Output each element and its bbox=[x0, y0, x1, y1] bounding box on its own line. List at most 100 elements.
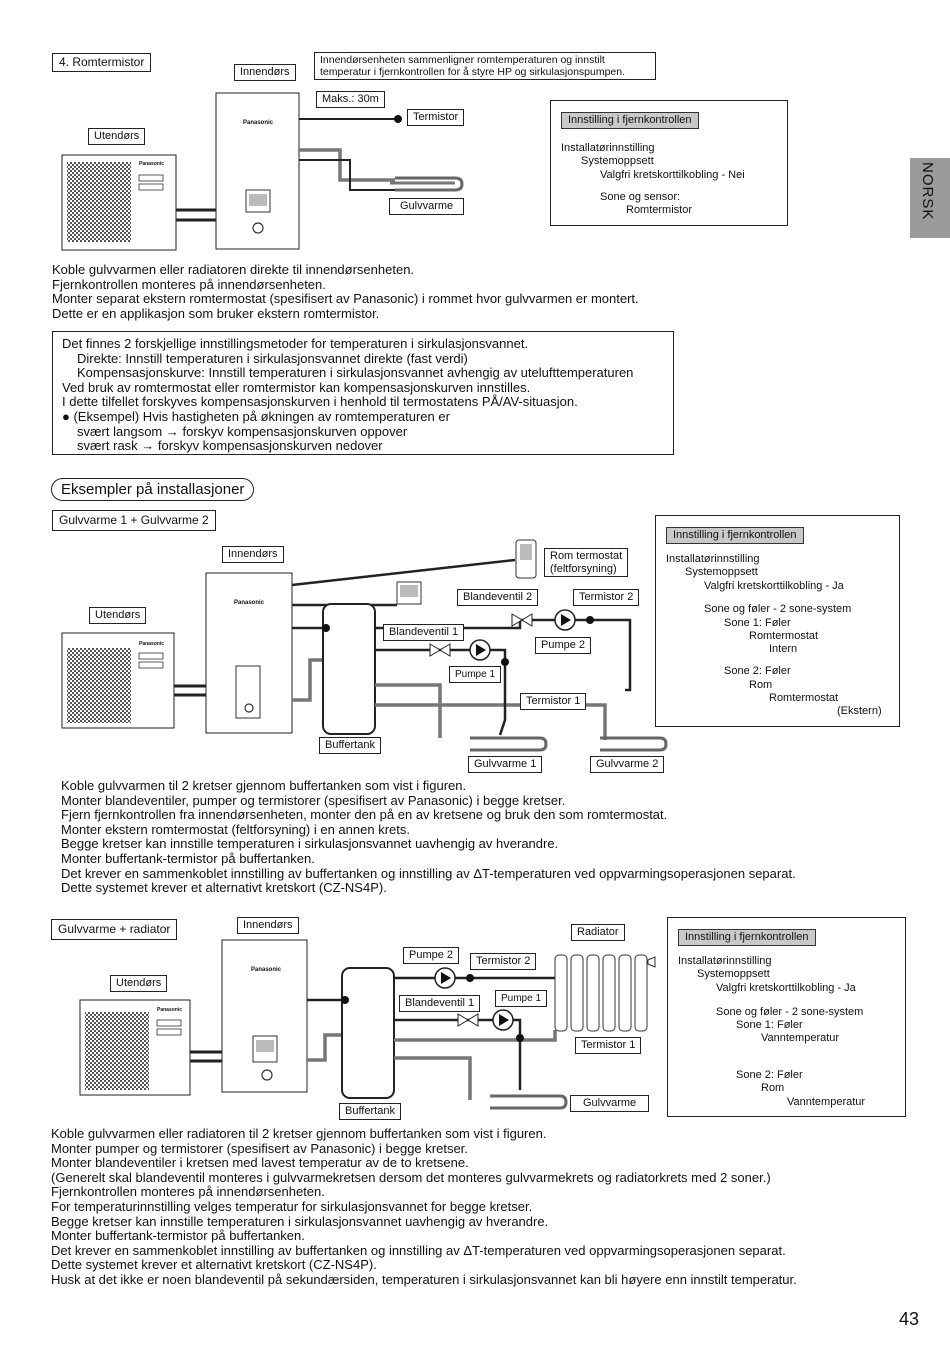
settings-line: Romtermistor bbox=[626, 204, 693, 216]
settings-line: Rom bbox=[761, 1082, 785, 1094]
label-termistor2: Termistor 2 bbox=[573, 589, 640, 606]
section2-title: Gulvvarme 1 + Gulvvarme 2 bbox=[52, 510, 216, 531]
note-line: temperatur i fjernkontrollen for å styre… bbox=[320, 66, 626, 78]
text-line: svært langsom → forskyv kompensasjonskur… bbox=[77, 423, 408, 439]
page-number: 43 bbox=[899, 1309, 920, 1329]
text-line: Fjernkontrollen monteres på innendørsenh… bbox=[51, 1184, 325, 1200]
text-line: Det finnes 2 forskjellige innstillingsme… bbox=[62, 336, 529, 351]
text-line: Det krever en sammenkoblet innstilling a… bbox=[61, 865, 796, 881]
brand-logo: Panasonic bbox=[234, 600, 265, 606]
label-blandeventil2: Blandeventil 2 bbox=[457, 589, 539, 606]
text-line: Monter blandeventiler i kretsen med lave… bbox=[51, 1155, 469, 1171]
brand-logo: Panasonic bbox=[243, 120, 274, 126]
brand-logo: Panasonic bbox=[251, 967, 282, 973]
text-line: Koble gulvvarmen til 2 kretser gjennom b… bbox=[61, 778, 467, 793]
text-line: Det krever en sammenkoblet innstilling a… bbox=[51, 1242, 786, 1258]
section3-paragraph: Koble gulvvarmen eller radiatoren til 2 … bbox=[51, 1126, 797, 1288]
settings-line: Rom bbox=[749, 679, 773, 691]
diagram-section1 bbox=[61, 92, 464, 251]
label-gulvvarme2: Gulvvarme 2 bbox=[590, 756, 665, 773]
label-line: Rom termostat bbox=[550, 550, 623, 562]
text-line: ● (Eksempel) Hvis hastigheten på økninge… bbox=[62, 408, 450, 424]
label-radiator: Radiator bbox=[571, 924, 625, 941]
text-line: I dette tilfellet forskyves kompensasjon… bbox=[62, 394, 578, 410]
text-line: Monter separat ekstern romtermostat (spe… bbox=[52, 291, 639, 307]
note-box: Innendørsenheten sammenligner romtempera… bbox=[314, 52, 656, 80]
settings-line: Sone 2: Føler bbox=[736, 1069, 803, 1081]
text-line: Monter ekstern romtermostat (feltforsyni… bbox=[61, 821, 410, 837]
brand-logo: Panasonic bbox=[157, 1007, 183, 1013]
settings-line: Systemoppsett bbox=[685, 566, 758, 578]
label-termistor2: Termistor 2 bbox=[470, 953, 537, 970]
text-line: Dette er en applikasjon som bruker ekste… bbox=[52, 305, 380, 321]
label-pumpe1: Pumpe 1 bbox=[495, 990, 548, 1007]
label-buffertank: Buffertank bbox=[319, 737, 381, 754]
section3-title: Gulvvarme + radiator bbox=[51, 919, 178, 940]
text-line: Monter blandeventiler, pumper og termist… bbox=[61, 792, 566, 808]
label-blandeventil1: Blandeventil 1 bbox=[383, 624, 465, 641]
label-gulvvarme1: Gulvvarme 1 bbox=[468, 756, 543, 773]
text-line: Koble gulvvarmen eller radiatoren direkt… bbox=[52, 262, 415, 277]
buffer-tank bbox=[322, 603, 376, 735]
text-line: For temperaturinnstilling velges tempera… bbox=[51, 1198, 533, 1214]
brand-logo: Panasonic bbox=[139, 161, 165, 167]
label-innendors: Innendørs bbox=[222, 546, 284, 563]
note-line: Innendørsenheten sammenligner romtempera… bbox=[320, 54, 605, 66]
settings-line: Romtermostat bbox=[749, 630, 819, 642]
label-pumpe2: Pumpe 2 bbox=[403, 947, 460, 964]
label-innendors: Innendørs bbox=[234, 64, 296, 81]
text-line: Fjern fjernkontrollen fra innendørsenhet… bbox=[61, 807, 668, 823]
settings-box: Innstilling i fjernkontrollen Installatø… bbox=[550, 100, 788, 226]
settings-header: Innstilling i fjernkontrollen bbox=[561, 112, 699, 129]
text-line: Monter buffertank-termistor på buffertan… bbox=[51, 1228, 305, 1244]
settings-box: Innstilling i fjernkontrollen Installatø… bbox=[655, 515, 900, 727]
text-line: Monter buffertank-termistor på buffertan… bbox=[61, 850, 315, 866]
settings-line: Sone og sensor: bbox=[600, 191, 681, 203]
text-line: Begge kretser kan innstille temperaturen… bbox=[51, 1213, 549, 1229]
text-line: Monter pumper og termistorer (spesifiser… bbox=[51, 1140, 468, 1156]
settings-line: Valgfri kretskorttilkobling - Nei bbox=[600, 169, 745, 181]
text-line: Fjernkontrollen monteres på innendørsenh… bbox=[52, 276, 326, 292]
settings-line: Sone og føler - 2 sone-system bbox=[704, 603, 852, 615]
settings-line: Installatørinnstilling bbox=[666, 553, 760, 565]
settings-header: Innstilling i fjernkontrollen bbox=[666, 527, 804, 544]
compensation-info-box: Det finnes 2 forskjellige innstillingsme… bbox=[52, 331, 674, 455]
text-line: Koble gulvvarmen eller radiatoren til 2 … bbox=[51, 1126, 547, 1141]
text-line: Dette systemet krever et alternativt kre… bbox=[61, 880, 387, 896]
label-buffertank: Buffertank bbox=[339, 1103, 401, 1120]
settings-line: Valgfri kretskorttilkobling - Ja bbox=[716, 982, 856, 994]
settings-header: Innstilling i fjernkontrollen bbox=[678, 929, 816, 946]
label-termistor1: Termistor 1 bbox=[520, 693, 587, 710]
label-innendors: Innendørs bbox=[237, 917, 299, 934]
radiator bbox=[554, 954, 656, 1032]
settings-line: Romtermostat bbox=[769, 692, 839, 704]
label-pumpe1: Pumpe 1 bbox=[449, 666, 502, 683]
label-utendors: Utendørs bbox=[89, 607, 147, 624]
settings-line: Systemoppsett bbox=[581, 155, 654, 167]
settings-line: Installatørinnstilling bbox=[678, 955, 772, 967]
section1-title: 4. Romtermistor bbox=[52, 53, 152, 72]
label-termistor1: Termistor 1 bbox=[575, 1037, 642, 1054]
settings-line: Sone 1: Føler bbox=[736, 1019, 803, 1031]
text-line: Ved bruk av romtermostat eller romtermis… bbox=[62, 379, 531, 395]
label-utendors: Utendørs bbox=[110, 975, 168, 992]
label-maks: Maks.: 30m bbox=[316, 91, 385, 108]
label-termistor: Termistor bbox=[407, 109, 465, 126]
outdoor-grille bbox=[67, 162, 131, 242]
diagram-section3 bbox=[79, 939, 656, 1110]
label-gulvvarme: Gulvvarme bbox=[570, 1095, 650, 1112]
text-line: (Generelt skal blandeventil monteres i g… bbox=[51, 1169, 771, 1185]
settings-line: (Ekstern) bbox=[837, 705, 882, 717]
text-line: svært rask → forskyv kompensasjonskurven… bbox=[77, 438, 383, 454]
text-line: Dette systemet krever et alternativt kre… bbox=[51, 1257, 377, 1273]
text-line: Kompensasjonskurve: Innstill temperature… bbox=[77, 365, 634, 381]
indoor-unit bbox=[221, 939, 308, 1093]
label-gulvvarme: Gulvvarme bbox=[389, 198, 465, 215]
label-blandeventil1: Blandeventil 1 bbox=[399, 995, 481, 1012]
settings-line: Sone og føler - 2 sone-system bbox=[716, 1006, 864, 1018]
diagram-section2 bbox=[61, 539, 668, 752]
settings-line: Sone 2: Føler bbox=[724, 665, 791, 677]
label-pumpe2: Pumpe 2 bbox=[535, 637, 592, 654]
label-line: (feltforsyning) bbox=[550, 562, 617, 575]
